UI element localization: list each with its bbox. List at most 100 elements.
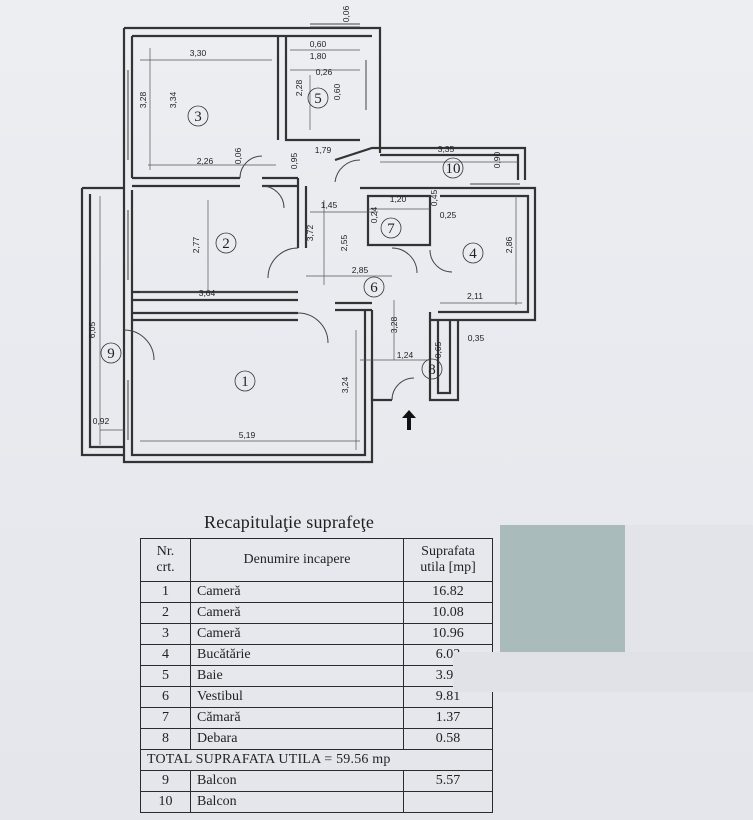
dimension-label: 2,77: [191, 236, 201, 253]
cell-nr: 9: [140, 770, 191, 792]
dimension-label: 2,26: [197, 156, 214, 166]
cell-area: 10.08: [403, 602, 493, 624]
dimension-label: 0,65: [433, 341, 443, 358]
dimension-label: 6,05: [87, 321, 97, 338]
room-number: 7: [387, 221, 395, 237]
cell-name: Cameră: [190, 602, 404, 624]
dimension-label: 3,34: [168, 91, 178, 108]
room-number: 10: [446, 161, 461, 177]
cell-nr: 1: [140, 581, 191, 603]
dimension-label: 2,11: [467, 291, 483, 301]
dimension-label: 0,06: [341, 5, 351, 22]
cell-name: Cameră: [190, 581, 404, 603]
dimension-label: 3,30: [190, 48, 207, 58]
cell-nr: 10: [140, 791, 191, 813]
recap-table: Nr. crt. Denumire incapere Suprafata uti…: [140, 538, 493, 813]
cell-area: 5.57: [403, 770, 493, 792]
cell-name: Bucătărie: [190, 644, 404, 666]
cell-name: Vestibul: [190, 686, 404, 708]
floor-plan: 1 2 3 4 5 6 7 8 9 10 3,30 3,28 3,34 2,26 0,06 0,60 1,80…: [80, 5, 537, 464]
dimension-label: 3,28: [389, 316, 399, 333]
dimension-label: 3,28: [138, 91, 148, 108]
header-area: Suprafata utila [mp]: [403, 538, 493, 582]
dimension-label: 0,06: [233, 147, 243, 164]
header-nr: Nr. crt.: [140, 538, 191, 582]
dimension-label: 0,26: [316, 67, 333, 77]
cell-nr: 5: [140, 665, 191, 687]
dimension-label: 2,86: [504, 236, 514, 253]
room-number: 4: [469, 246, 477, 262]
dimension-label: 3,64: [199, 288, 216, 298]
cell-nr: 6: [140, 686, 191, 708]
room-marker-9: 9: [100, 342, 122, 364]
dimension-label: 2,85: [352, 265, 369, 275]
room-marker-2: 2: [215, 232, 237, 254]
dimension-label: 0,95: [289, 152, 299, 169]
dimension-label: 0,35: [468, 333, 485, 343]
room-number: 9: [107, 346, 115, 362]
dimension-label: 5,19: [239, 430, 256, 440]
room-number: 3: [194, 109, 202, 125]
dimension-label: 0,60: [310, 39, 327, 49]
dimension-label: 2,55: [339, 234, 349, 251]
cell-name: Baie: [190, 665, 404, 687]
cell-area: 16.82: [403, 581, 493, 603]
cell-area: 0.58: [403, 728, 493, 750]
room-marker-7: 7: [380, 217, 402, 239]
room-number: 6: [370, 280, 378, 296]
room-marker-5: 5: [307, 87, 329, 109]
cell-nr: 7: [140, 707, 191, 729]
header-name: Denumire incapere: [190, 538, 404, 582]
dimension-label: 0,90: [492, 151, 502, 168]
cell-nr: 2: [140, 602, 191, 624]
overlay-block-light: [625, 525, 753, 653]
dimension-label: 0,92: [93, 416, 110, 426]
total-row: TOTAL SUPRAFATA UTILA = 59.56 mp: [140, 749, 493, 771]
cell-name: Cameră: [190, 623, 404, 645]
cell-name: Cămară: [190, 707, 404, 729]
room-number: 1: [241, 374, 249, 390]
room-marker-1: 1: [234, 370, 256, 392]
cell-nr: 8: [140, 728, 191, 750]
dimension-label: 0,24: [369, 206, 379, 223]
dimension-label: 0,60: [332, 83, 342, 100]
total-cell: TOTAL SUPRAFATA UTILA = 59.56 mp: [140, 749, 493, 771]
room-marker-6: 6: [363, 276, 385, 298]
dimension-label: 1,80: [310, 51, 327, 61]
dimension-label: 2,28: [294, 79, 304, 96]
room-marker-8: 8: [421, 358, 443, 380]
cell-name: Balcon: [190, 791, 404, 813]
cell-name: Debara: [190, 728, 404, 750]
cell-area: 1.37: [403, 707, 493, 729]
dimension-label: 1,24: [397, 350, 414, 360]
room-number: 8: [428, 362, 436, 378]
entrance-arrow-icon: [402, 410, 416, 430]
dimension-label: 1,45: [321, 200, 338, 210]
dimension-label: 0,25: [440, 210, 457, 220]
dimension-label: 1,79: [315, 145, 332, 155]
cell-name: Balcon: [190, 770, 404, 792]
dimension-label: 3,24: [340, 376, 350, 393]
room-marker-10: 10: [442, 157, 464, 179]
overlay-strip: [453, 652, 753, 692]
dimension-label: 1,20: [390, 194, 407, 204]
overlay-block: [500, 525, 625, 653]
room-number: 5: [314, 91, 322, 107]
room-marker-4: 4: [462, 242, 484, 264]
dimension-label: 3,72: [305, 224, 315, 241]
table-header-row: Nr. crt. Denumire incapere Suprafata uti…: [140, 538, 493, 582]
dimension-label: 0,45: [429, 189, 439, 206]
cell-nr: 4: [140, 644, 191, 666]
recap-title: Recapitulaţie suprafeţe: [204, 512, 375, 532]
room-marker-3: 3: [187, 105, 209, 127]
cell-area: [403, 791, 493, 813]
